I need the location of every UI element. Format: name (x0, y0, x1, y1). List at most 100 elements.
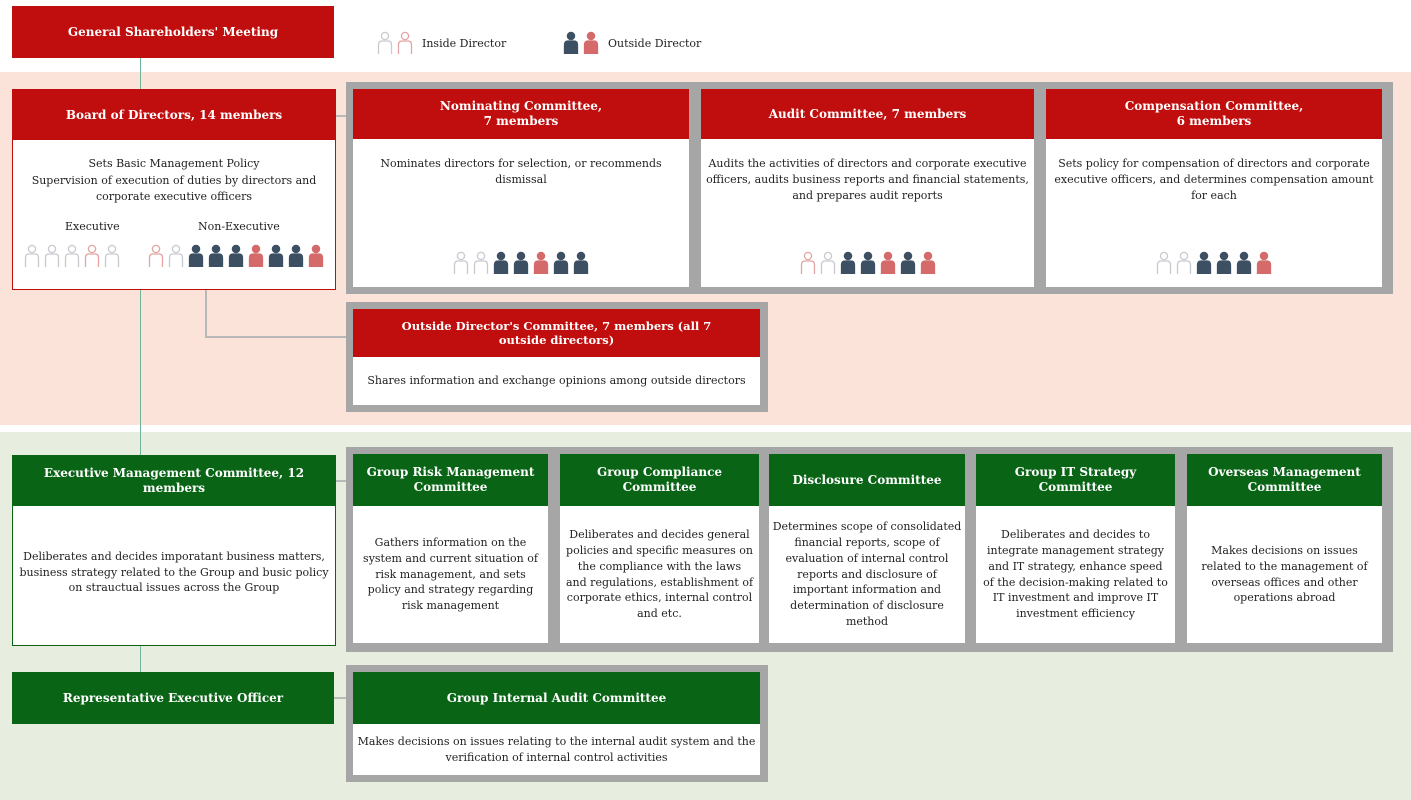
representative-executive-officer-box: Representative Executive Officer (12, 672, 334, 724)
board-supervision-line: Supervision of execution of duties by di… (31, 173, 317, 204)
board-member-area: Executive Non-Executive (13, 206, 335, 276)
legend-inside: Inside Director (376, 30, 506, 56)
committee-description: Nominates directors for selection, or re… (380, 157, 662, 186)
inside-director-icon (1176, 251, 1192, 274)
outside-director-icon (1256, 251, 1272, 274)
executive-member-icons (23, 244, 121, 268)
connector-line (140, 287, 141, 455)
inside-director-icon (473, 251, 489, 274)
outside-directors-committee-card: Outside Director's Committee, 7 members … (353, 309, 760, 405)
committee-member-icons (1046, 251, 1382, 287)
committee-description: Sets policy for compensation of director… (1054, 157, 1374, 202)
group-it-strategy-committee-card: Group IT Strategy Committee Deliberates … (976, 454, 1175, 643)
outside-director-icon (900, 251, 915, 274)
committee-description: Determines scope of consolidated financi… (769, 506, 965, 643)
emc-description: Deliberates and decides imporatant busin… (13, 506, 335, 645)
inside-director-icon (168, 244, 184, 267)
committee-description: Audits the activities of directors and c… (706, 157, 1029, 202)
inside-director-icon (104, 244, 120, 267)
rep-officer-label: Representative Executive Officer (62, 690, 284, 705)
committee-member-icons (353, 251, 689, 287)
shareholders-meeting-label: General Shareholders' Meeting (67, 24, 279, 39)
committee-description: Shares information and exchange opinions… (353, 357, 760, 405)
legend-outside: Outside Director (562, 30, 701, 56)
committee-description: Deliberates and decides general policies… (560, 506, 759, 643)
committee-title: Compensation Committee, 6 members (1046, 89, 1382, 139)
outside-director-icon (513, 251, 529, 274)
connector-line (334, 480, 346, 482)
connector-line (205, 287, 207, 337)
connector-line (334, 697, 346, 699)
outside-director-icon (880, 251, 895, 274)
outside-director-icon (533, 251, 549, 274)
outside-director-icon (553, 251, 569, 274)
outside-director-icon (188, 244, 204, 267)
inside-director-icon (148, 244, 164, 267)
outside-director-icon (228, 244, 244, 267)
group-internal-audit-committee-card: Group Internal Audit Committee Makes dec… (353, 672, 760, 775)
connector-line (334, 115, 346, 117)
committee-title: Group Internal Audit Committee (353, 672, 760, 724)
legend-outside-label: Outside Director (608, 36, 702, 50)
group-risk-management-committee-card: Group Risk Management Committee Gathers … (353, 454, 548, 643)
inside-director-icon (820, 251, 835, 274)
shareholders-meeting-box: General Shareholders' Meeting (12, 6, 334, 58)
outside-director-icon (1236, 251, 1252, 274)
outside-director-icon (1216, 251, 1232, 274)
outside-director-icon (268, 244, 284, 267)
committee-title: Overseas Management Committee (1187, 454, 1382, 506)
inside-director-icon (84, 244, 100, 267)
committee-title: Nominating Committee, 7 members (353, 89, 689, 139)
committee-description: Makes decisions on issues related to the… (1187, 506, 1382, 643)
committee-description: Deliberates and decides to integrate man… (976, 506, 1175, 643)
outside-director-legend-icon (562, 31, 600, 55)
outside-director-icon (860, 251, 875, 274)
committee-title: Disclosure Committee (769, 454, 965, 506)
committee-title: Audit Committee, 7 members (701, 89, 1034, 139)
connector-line (140, 643, 141, 672)
outside-director-icon (208, 244, 224, 267)
inside-director-icon (453, 251, 469, 274)
emc-title: Executive Management Committee, 12 membe… (13, 456, 335, 506)
outside-director-icon (308, 244, 324, 267)
group-compliance-committee-card: Group Compliance Committee Deliberates a… (560, 454, 759, 643)
board-of-directors-card: Board of Directors, 14 members Sets Basi… (12, 89, 336, 290)
inside-director-icon (377, 31, 393, 54)
connector-line (140, 58, 141, 89)
connector-line (205, 336, 347, 338)
overseas-management-committee-card: Overseas Management Committee Makes deci… (1187, 454, 1382, 643)
board-description: Sets Basic Management Policy Supervision… (13, 140, 335, 206)
outside-director-icon (1196, 251, 1212, 274)
committee-title: Outside Director's Committee, 7 members … (353, 309, 760, 357)
outside-director-icon (563, 31, 579, 54)
executive-label: Executive (65, 219, 120, 233)
non-executive-label: Non-Executive (198, 219, 280, 233)
legend-inside-label: Inside Director (422, 36, 507, 50)
outside-director-icon (840, 251, 855, 274)
inside-director-icon (24, 244, 40, 267)
non-executive-member-icons (147, 244, 325, 268)
inside-director-icon (1156, 251, 1172, 274)
committee-description: Gathers information on the system and cu… (353, 506, 548, 643)
committee-title: Group Compliance Committee (560, 454, 759, 506)
board-title: Board of Directors, 14 members (13, 90, 335, 140)
inside-director-legend-icon (376, 31, 414, 55)
outside-director-icon (920, 251, 935, 274)
outside-director-icon (493, 251, 509, 274)
audit-committee-card: Audit Committee, 7 members Audits the ac… (701, 89, 1034, 287)
inside-director-icon (44, 244, 60, 267)
executive-management-committee-card: Executive Management Committee, 12 membe… (12, 455, 336, 646)
committee-title: Group Risk Management Committee (353, 454, 548, 506)
compensation-committee-card: Compensation Committee, 6 members Sets p… (1046, 89, 1382, 287)
inside-director-icon (397, 31, 413, 54)
outside-director-icon (583, 31, 599, 54)
outside-director-icon (573, 251, 589, 274)
board-policy-line: Sets Basic Management Policy (88, 157, 260, 170)
outside-director-icon (248, 244, 264, 267)
disclosure-committee-card: Disclosure Committee Determines scope of… (769, 454, 965, 643)
nominating-committee-card: Nominating Committee, 7 members Nominate… (353, 89, 689, 287)
outside-director-icon (288, 244, 304, 267)
committee-title: Group IT Strategy Committee (976, 454, 1175, 506)
committee-member-icons (701, 251, 1034, 287)
inside-director-icon (64, 244, 80, 267)
